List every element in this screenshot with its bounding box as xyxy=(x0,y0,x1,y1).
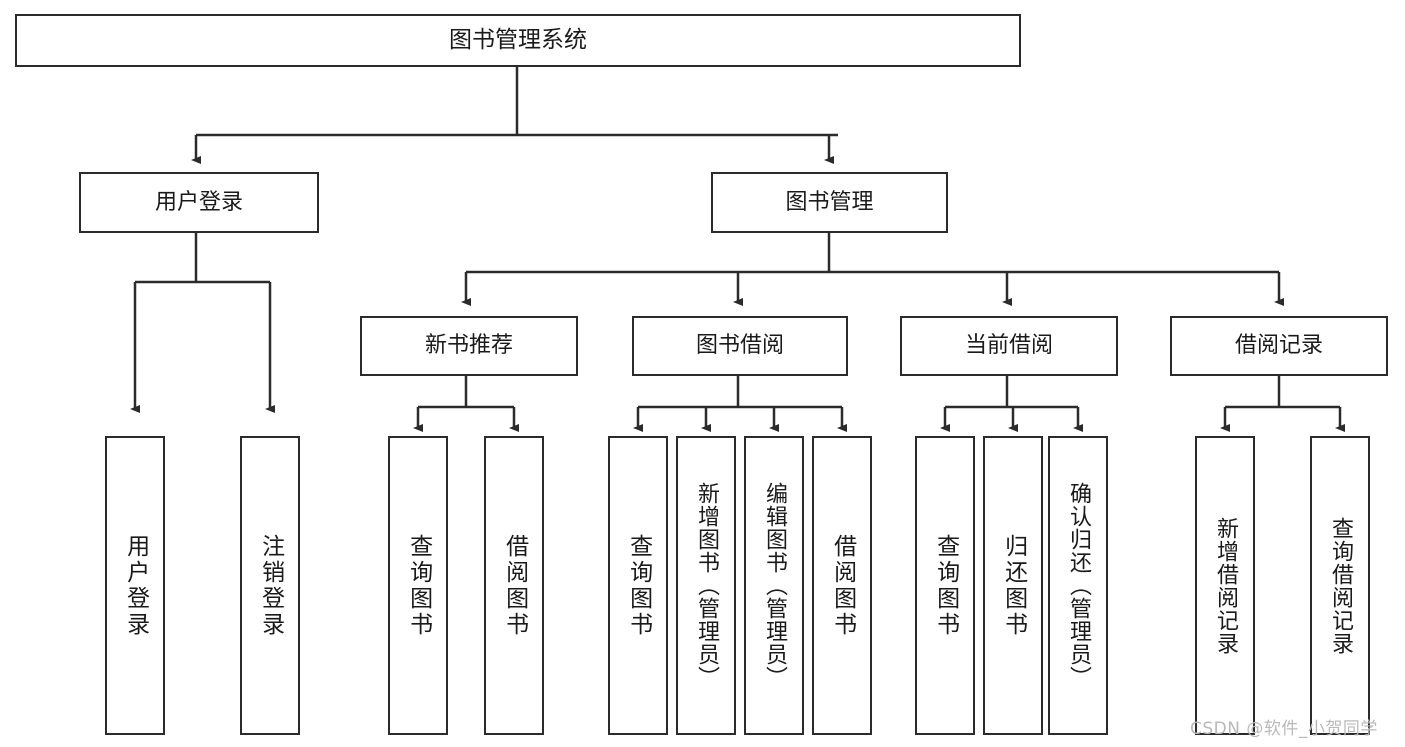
leaf-borrow-book-recommend[interactable]: 借阅图书 xyxy=(484,436,544,735)
node-label: 新增借阅记录 xyxy=(1212,516,1238,655)
node-label: 借阅图书 xyxy=(829,533,856,638)
node-label: 查询图书 xyxy=(625,533,652,638)
node-label: 归还图书 xyxy=(1000,533,1027,638)
node-book-management[interactable]: 图书管理 xyxy=(711,172,948,233)
leaf-user-login[interactable]: 用户登录 xyxy=(105,436,165,735)
node-label: 借阅图书 xyxy=(501,533,528,638)
node-label: 查询图书 xyxy=(932,533,959,638)
leaf-logout[interactable]: 注销登录 xyxy=(240,436,300,735)
node-book-borrow[interactable]: 图书借阅 xyxy=(632,316,848,376)
node-label: 图书管理 xyxy=(785,189,874,215)
node-label: 用户登录 xyxy=(154,189,243,215)
node-label: 查询图书 xyxy=(405,533,432,638)
node-label: 查询借阅记录 xyxy=(1327,516,1353,655)
node-label: 新书推荐 xyxy=(424,333,513,359)
node-root-book-management-system[interactable]: 图书管理系统 xyxy=(15,14,1021,67)
leaf-borrow-book[interactable]: 借阅图书 xyxy=(812,436,872,735)
leaf-query-book-recommend[interactable]: 查询图书 xyxy=(388,436,448,735)
node-borrow-record[interactable]: 借阅记录 xyxy=(1170,316,1388,376)
leaf-query-book-borrow[interactable]: 查询图书 xyxy=(608,436,668,735)
leaf-query-book-current[interactable]: 查询图书 xyxy=(915,436,975,735)
leaf-add-borrow-record[interactable]: 新增借阅记录 xyxy=(1195,436,1255,735)
leaf-edit-book-admin[interactable]: 编辑图书（管理员） xyxy=(744,436,804,735)
node-label: 确认归还（管理员） xyxy=(1065,482,1091,689)
node-label: 当前借阅 xyxy=(964,333,1053,359)
leaf-query-borrow-record[interactable]: 查询借阅记录 xyxy=(1310,436,1370,735)
node-label: 图书管理系统 xyxy=(449,26,587,53)
node-label: 编辑图书（管理员） xyxy=(761,482,787,689)
leaf-return-book[interactable]: 归还图书 xyxy=(983,436,1043,735)
node-label: 借阅记录 xyxy=(1234,333,1323,359)
csdn-watermark: CSDN @软件_小贺同学 xyxy=(1190,719,1378,739)
node-label: 图书借阅 xyxy=(695,333,784,359)
node-label: 注销登录 xyxy=(257,533,284,638)
leaf-confirm-return-admin[interactable]: 确认归还（管理员） xyxy=(1048,436,1108,735)
node-label: 用户登录 xyxy=(122,533,149,638)
node-user-login[interactable]: 用户登录 xyxy=(79,172,319,233)
node-label: 新增图书（管理员） xyxy=(693,482,719,689)
leaf-add-book-admin[interactable]: 新增图书（管理员） xyxy=(676,436,736,735)
node-new-book-recommend[interactable]: 新书推荐 xyxy=(360,316,578,376)
node-current-borrow[interactable]: 当前借阅 xyxy=(900,316,1118,376)
